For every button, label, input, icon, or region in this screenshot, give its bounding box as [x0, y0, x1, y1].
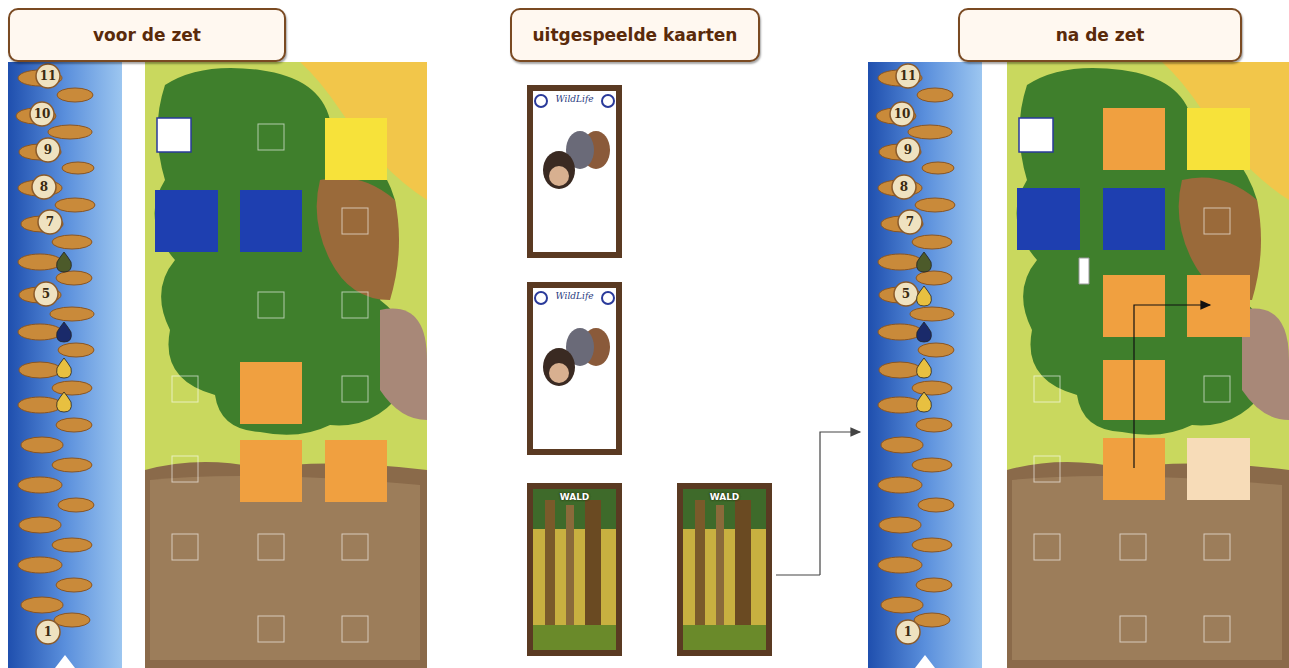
track-number: 1 [44, 625, 52, 639]
forest-card: WALD [677, 483, 772, 656]
node-text: WALD [560, 491, 590, 503]
track-number: 11 [40, 69, 57, 83]
track-number: 8 [900, 180, 908, 194]
wildlife-card: WildLife [533, 282, 616, 455]
panel-heading: voor de zet [8, 8, 286, 62]
track-number: 11 [900, 69, 917, 83]
track-number: 7 [46, 215, 54, 229]
wildlife-card: WildLife [533, 85, 616, 258]
node-text: WALD [710, 491, 740, 503]
panel-heading: uitgespeelde kaarten [510, 8, 760, 62]
track-number: 1 [904, 625, 912, 639]
track-number: 5 [902, 287, 910, 301]
panel-heading: na de zet [958, 8, 1242, 62]
track-number: 5 [42, 287, 50, 301]
track-number: 10 [894, 107, 911, 121]
node-text: WildLife [555, 290, 593, 302]
node-text: na de zet [1056, 25, 1145, 45]
node-text: voor de zet [93, 25, 201, 45]
track-number: 10 [34, 107, 51, 121]
track-number: 8 [40, 180, 48, 194]
node-text: WildLife [555, 93, 593, 105]
track-number: 7 [906, 215, 914, 229]
track-number: 9 [44, 143, 52, 157]
track-number: 9 [904, 143, 912, 157]
forest-card: WALD [527, 483, 622, 656]
node-text: uitgespeelde kaarten [533, 25, 738, 45]
